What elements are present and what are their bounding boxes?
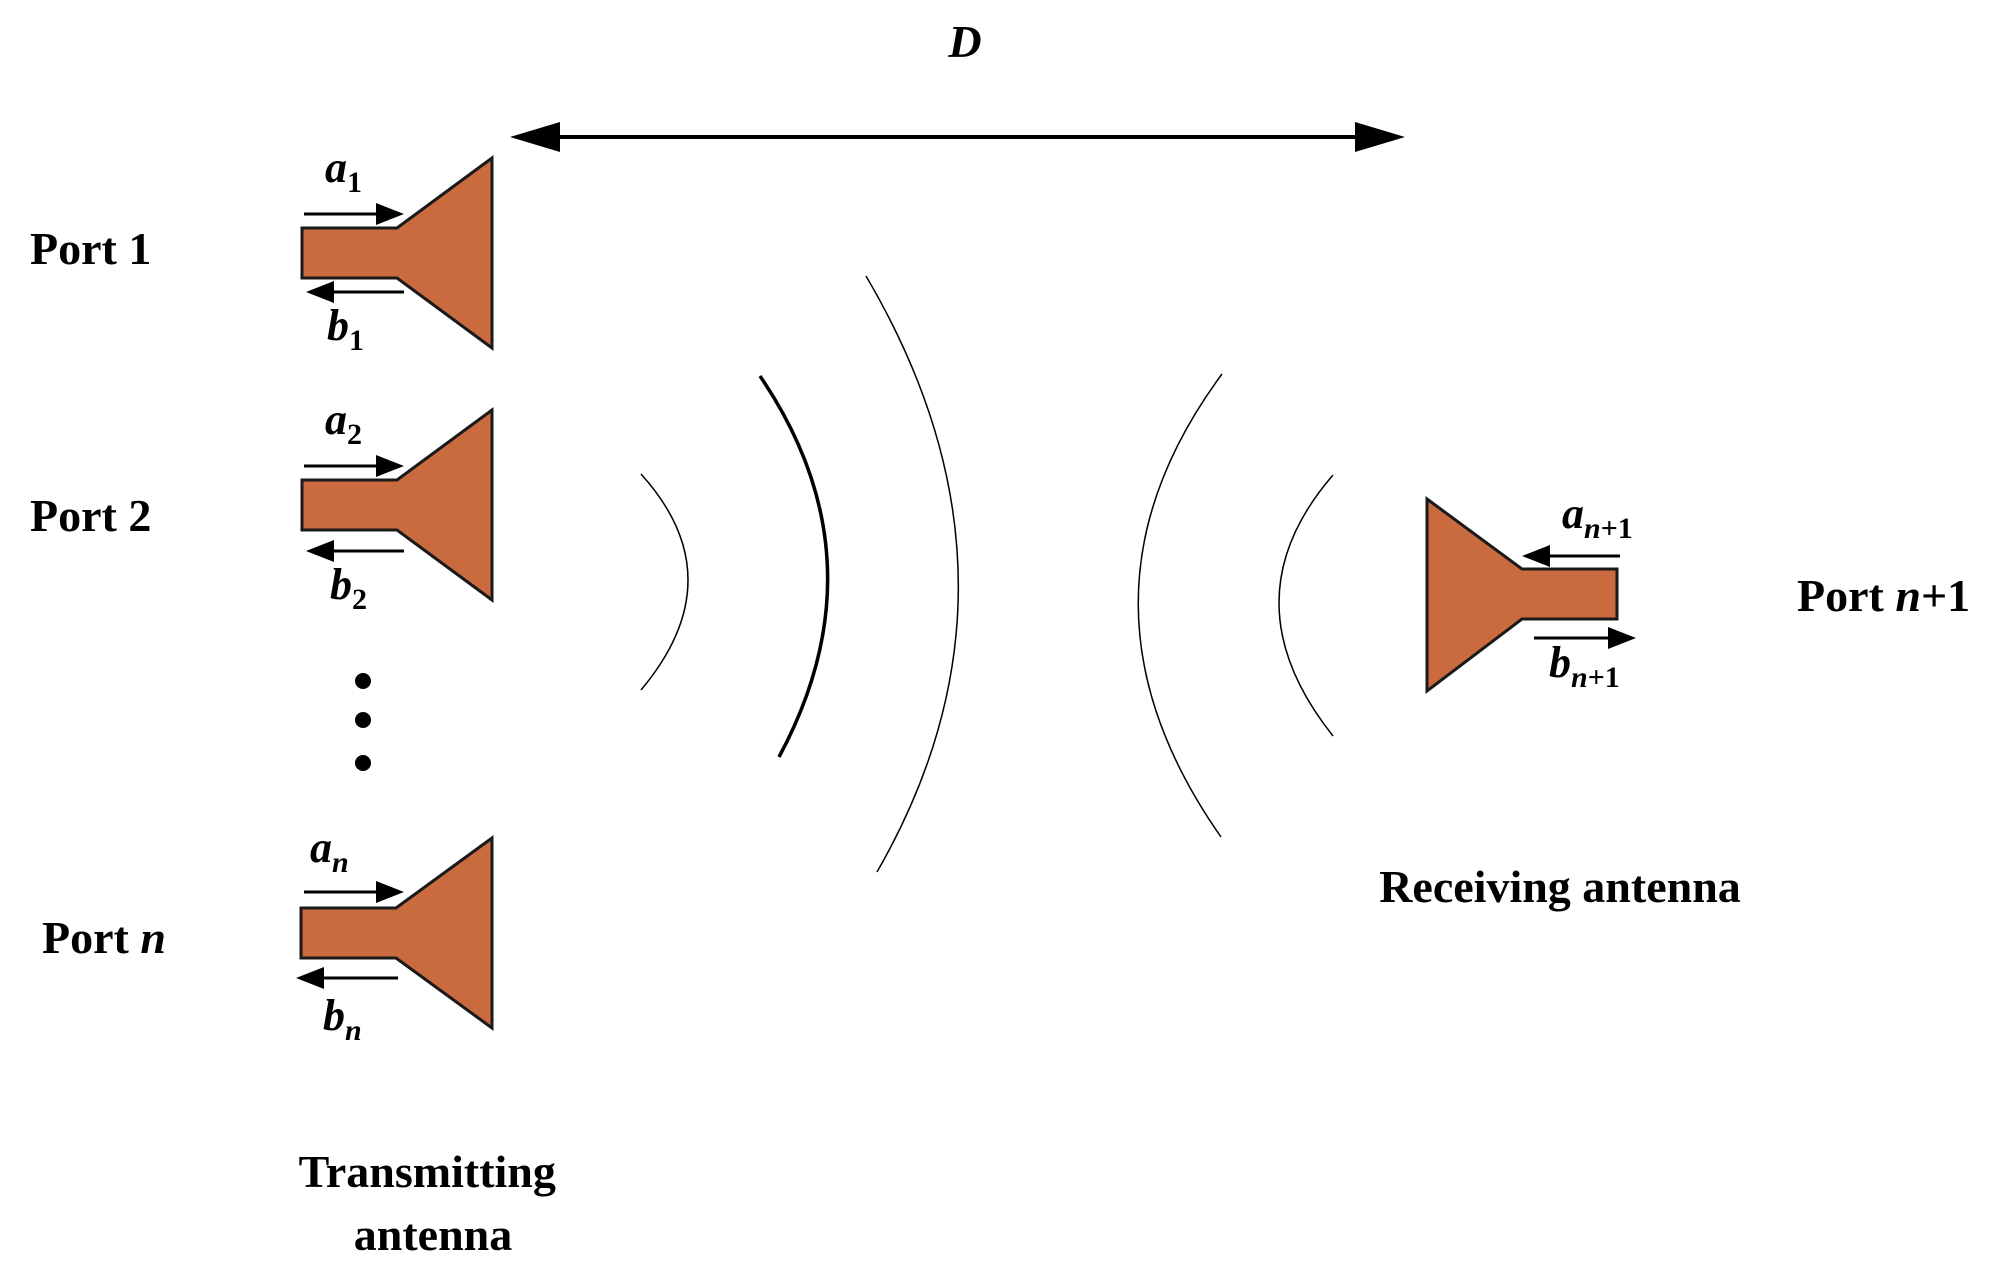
port-1-label: Port 1 — [30, 223, 151, 274]
wavefronts — [640, 275, 1334, 873]
bn-label: bn — [323, 991, 362, 1047]
transmit-antenna-2 — [300, 407, 494, 603]
transmit-antenna-n — [296, 835, 494, 1031]
receive-antenna — [1425, 496, 1636, 695]
transmitting-antenna-label: Transmitting antenna — [299, 1146, 568, 1260]
port-2-label: Port 2 — [30, 490, 151, 541]
b2-label: b2 — [330, 560, 367, 616]
port-n-label: Port n — [42, 912, 166, 963]
transmit-antenna-1 — [300, 155, 494, 351]
receiving-antenna-label: Receiving antenna — [1379, 861, 1741, 912]
a2-label: a2 — [325, 395, 362, 451]
distance-arrow — [510, 122, 1405, 152]
an1-label: an+1 — [1562, 489, 1633, 545]
port-n-plus-1-label: Port n+1 — [1797, 570, 1970, 621]
b1-label: b1 — [327, 301, 364, 357]
distance-label: D — [947, 16, 981, 67]
an-label: an — [310, 823, 349, 879]
a1-label: a1 — [325, 143, 362, 199]
bn1-label: bn+1 — [1549, 638, 1620, 694]
ellipsis-dots — [355, 673, 371, 771]
